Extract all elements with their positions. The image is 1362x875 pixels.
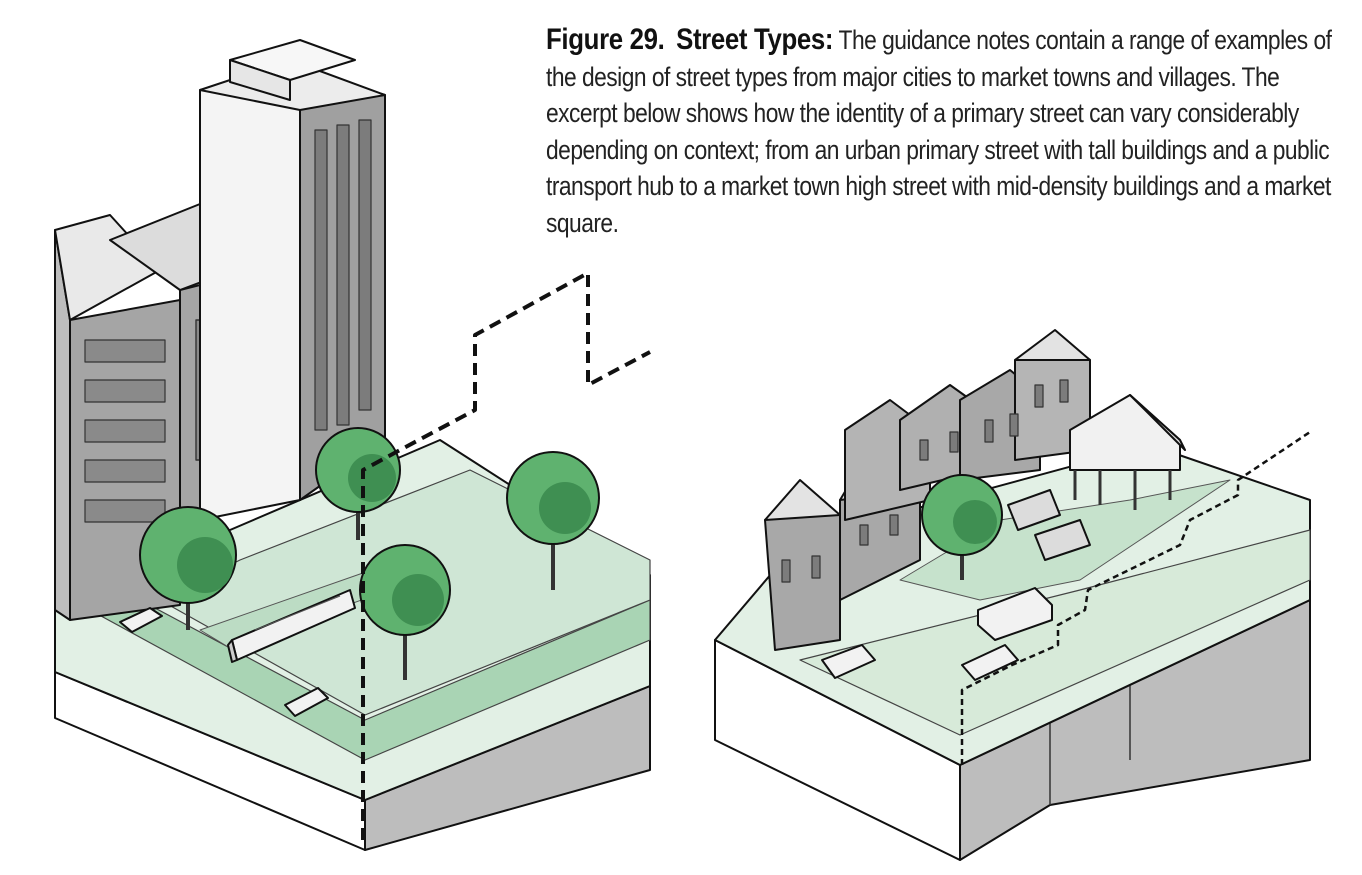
market-stall-icon — [1007, 489, 1091, 561]
tree-icon — [315, 427, 401, 540]
tree-icon — [359, 544, 451, 680]
figure-title: Street Types: — [676, 23, 834, 56]
tower-rooftop-box-side — [229, 59, 291, 101]
tree-icon — [139, 506, 237, 630]
tower-front-left — [199, 69, 301, 521]
tram-icon — [227, 589, 356, 663]
car-icon — [284, 687, 329, 717]
tree-icon — [506, 451, 600, 590]
market-town-illustration — [714, 329, 1311, 861]
urban-section-line — [361, 271, 651, 840]
market-hall-icon — [1069, 394, 1186, 510]
town-section-line — [960, 430, 1311, 765]
car-icon — [821, 644, 876, 679]
urban-street-illustration — [54, 39, 651, 851]
van-icon — [977, 587, 1053, 641]
figure-description: The guidance notes contain a range of ex… — [546, 25, 1332, 238]
figure-caption: Figure 29. Street Types: The guidance no… — [546, 22, 1337, 241]
townhouse-row — [764, 329, 1091, 651]
tree-icon — [921, 474, 1003, 580]
figure-number: Figure 29. — [546, 23, 665, 56]
car-icon — [119, 607, 163, 633]
car-icon — [961, 644, 1019, 681]
